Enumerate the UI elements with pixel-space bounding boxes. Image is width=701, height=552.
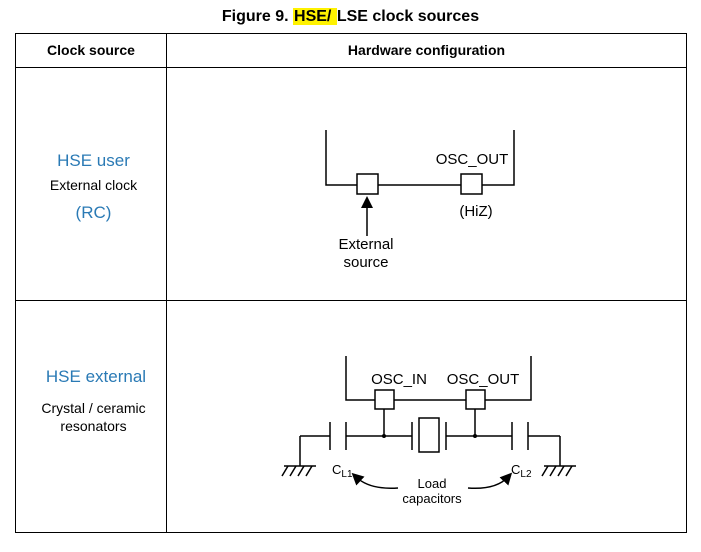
junction-dot-left [382, 434, 386, 438]
row1-source-name: HSE user [57, 151, 130, 170]
row1-hiz-label: (HiZ) [459, 203, 492, 220]
row2-source-name: HSE external [45, 367, 147, 386]
external-source-label-2: source [343, 254, 388, 271]
osc-out-pin-2 [465, 389, 486, 410]
crystal-resonator [418, 417, 440, 453]
load-label-1: Load [418, 476, 447, 491]
cl2-label: CL2 [511, 462, 532, 480]
osc-in-label: OSC_IN [371, 371, 427, 388]
header-clock-source: Clock source [47, 42, 135, 58]
hse-external-diagram [281, 356, 576, 490]
row-divider [16, 300, 686, 301]
row1-source-subtitle: External clock [49, 177, 138, 193]
figure-title-prefix: Figure 9. [221, 8, 294, 25]
figure-title-highlight: HSE/ [293, 8, 337, 25]
load-label-2: capacitors [402, 491, 462, 506]
row1-source-extra: (RC) [75, 203, 112, 222]
row1-osc-out-label: OSC_OUT [436, 151, 509, 168]
figure-title-rest: LSE clock sources [336, 8, 480, 25]
chip-outline-1 [325, 130, 515, 186]
header-hardware-config: Hardware configuration [347, 42, 506, 58]
chip-outline-2 [345, 356, 532, 401]
cl1-label: CL1 [332, 462, 353, 480]
row2-source-subtitle-1: Crystal / ceramic [41, 400, 146, 416]
row2-osc-out-label: OSC_OUT [447, 371, 520, 388]
osc-out-pin-1 [460, 173, 483, 195]
hse-user-diagram [325, 130, 515, 236]
load-arrow-right [467, 472, 513, 490]
column-divider [166, 34, 167, 532]
osc-in-pin-1 [356, 173, 379, 195]
osc-in-pin-2 [374, 389, 395, 410]
load-arrow-left [351, 472, 399, 490]
row2-source-subtitle-2: resonators [60, 418, 127, 434]
figure-title: Figure 9. HSE/ LSE clock sources [0, 8, 701, 26]
clock-source-table: Clock source Hardware configuration HSE … [15, 33, 687, 533]
external-source-label-1: External [338, 236, 393, 253]
header-divider [16, 67, 686, 68]
junction-dot-right [473, 434, 477, 438]
